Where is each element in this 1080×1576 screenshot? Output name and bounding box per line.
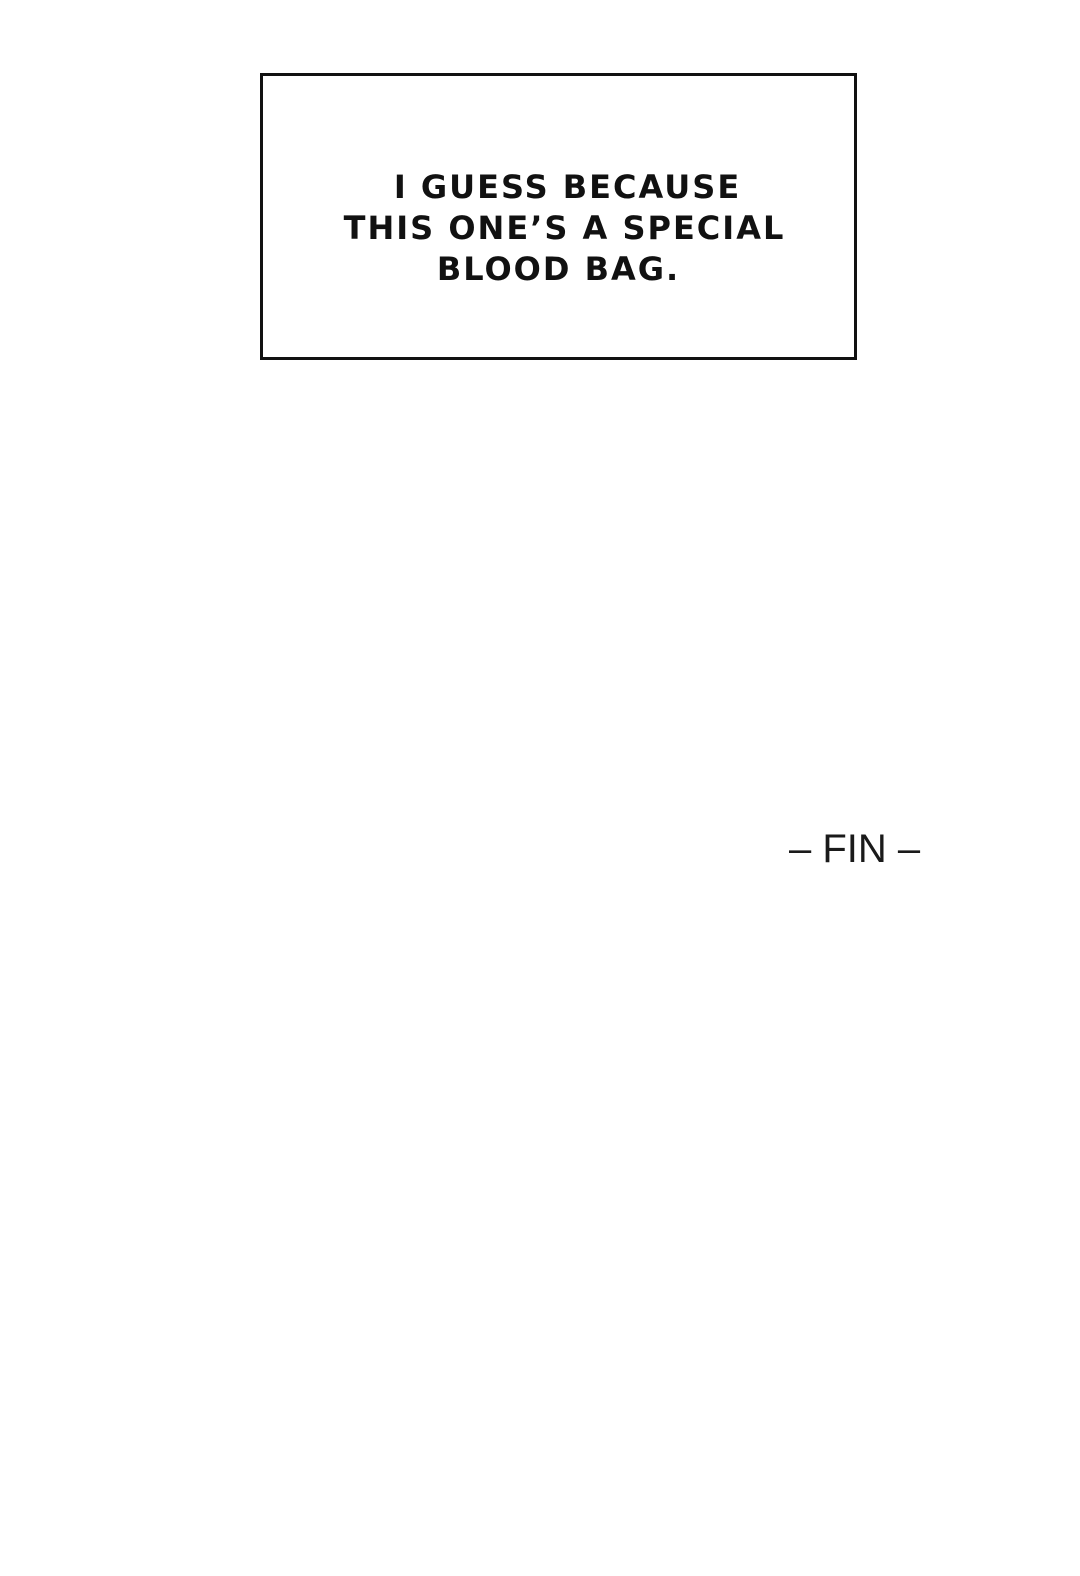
caption-line-3: BLOOD BAG. — [436, 250, 681, 288]
caption-box: I GUESS BECAUSE THIS ONE’S A SPECIAL BLO… — [260, 73, 857, 360]
end-mark: – FIN – — [789, 827, 921, 871]
caption-line-2: THIS ONE’S A SPECIAL — [343, 209, 786, 247]
caption-line-1: I GUESS BECAUSE — [393, 168, 742, 206]
caption-text: I GUESS BECAUSE THIS ONE’S A SPECIAL BLO… — [263, 167, 854, 290]
